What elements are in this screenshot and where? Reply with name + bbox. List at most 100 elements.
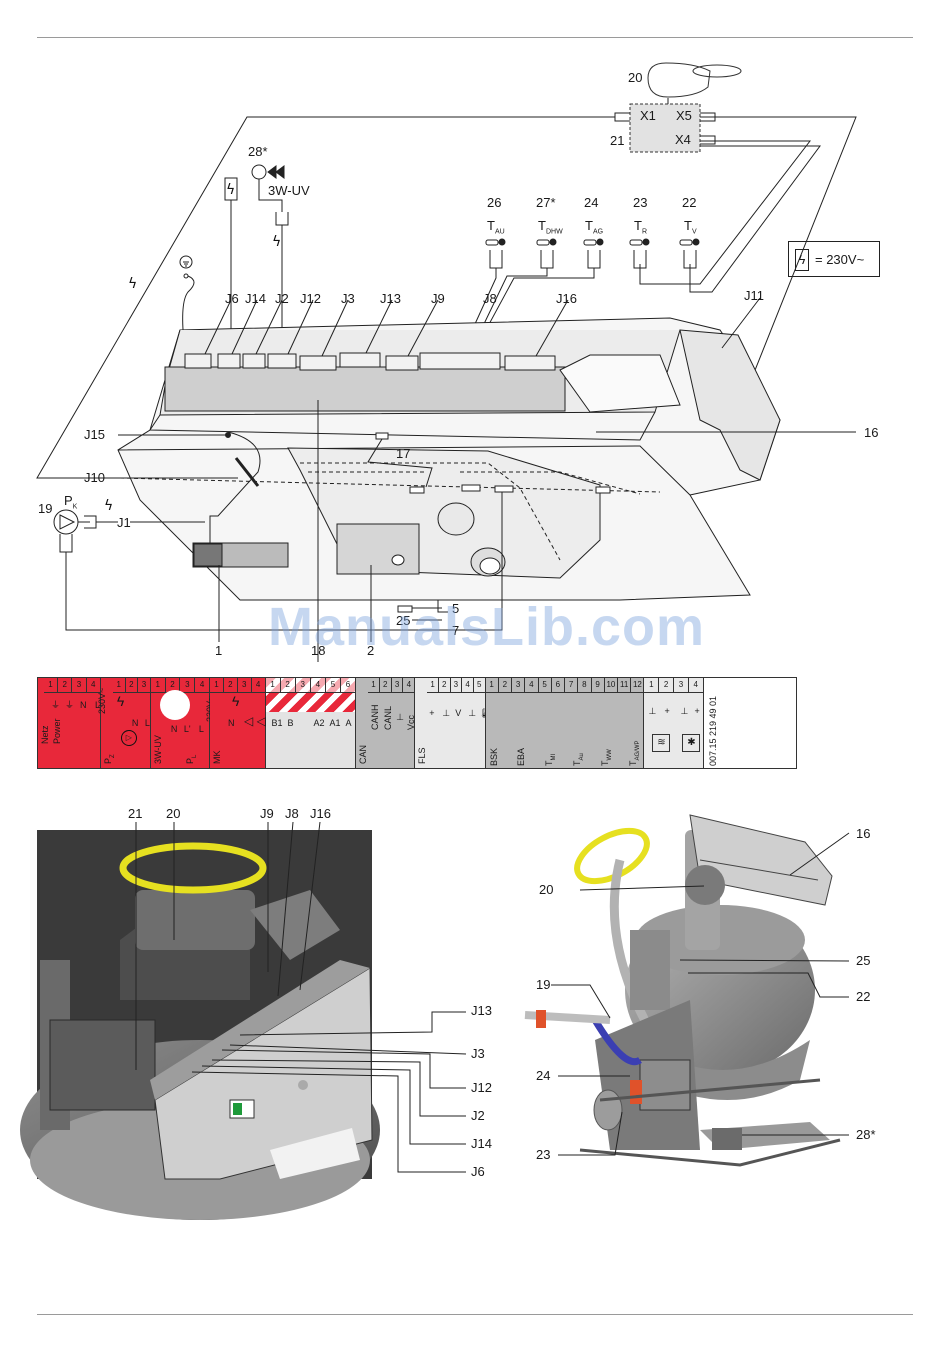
mixer-icon: ◁ ◁ [244, 714, 266, 728]
can-sig-canl: CANL [383, 705, 394, 730]
fls-name: FLS [417, 747, 428, 764]
sensor-num-24: 24 [584, 195, 599, 210]
callout-17: 17 [396, 446, 411, 461]
pz-sig-l: L [144, 718, 150, 728]
svg-text:ϟ: ϟ [128, 276, 137, 292]
frost-icon: ✱ [682, 734, 701, 752]
can-sig-gnd: ⊥ [396, 712, 404, 722]
sig-tagwp: TAG/WP [627, 740, 641, 766]
connector-j1: J1 [117, 515, 131, 530]
photo-right-label-20: 20 [539, 882, 554, 897]
connector-x5: X5 [676, 108, 692, 123]
sig-tau: TAu [571, 753, 585, 766]
sig-a: A [345, 718, 352, 728]
3wuv-sig-l2: L' [183, 724, 191, 734]
photo-right-label-23: 23 [536, 1147, 551, 1162]
sig-eba: EBA [515, 747, 526, 766]
sensor-num-27: 27* [536, 195, 556, 210]
callout-5: 5 [452, 601, 460, 616]
mk-name: MK [212, 750, 223, 765]
sensor-num-22: 22 [682, 195, 697, 210]
sig-bsk: BSK [488, 747, 499, 766]
connector-x1: X1 [640, 108, 656, 123]
power-sig-n: N [80, 700, 87, 710]
power-sig-l: L [95, 700, 101, 710]
callout-25: 25 [396, 613, 411, 628]
sensor-sym-22: TV [684, 218, 697, 236]
connector-j15: J15 [84, 427, 105, 442]
blank-disc [159, 690, 190, 720]
terminal-block-code: 007.15 219 49 01 [704, 678, 796, 768]
photo-left-label-j2: J2 [471, 1108, 485, 1123]
valve-label: 3W-UV [268, 183, 310, 198]
photo-left-label-j16: J16 [310, 806, 331, 821]
pl-name: PL [184, 754, 198, 764]
lightning-icon: ϟ [795, 249, 809, 271]
part-number: 007.15 219 49 01 [707, 695, 718, 766]
photo-left-label-j3: J3 [471, 1046, 485, 1061]
fls-sig-gnd1: ⊥ [442, 708, 451, 718]
3wuv-sig-l: L [198, 724, 204, 734]
photo-right-label-25: 25 [856, 953, 871, 968]
mk-sig-n: N [228, 718, 235, 728]
callout-28: 28* [248, 144, 268, 159]
aux-sig-3: ⊥ [680, 706, 689, 716]
callout-20: 20 [628, 70, 643, 85]
sensor-sym-26: TAU [487, 218, 505, 236]
bottom-rule [37, 1314, 913, 1315]
connector-j9: J9 [431, 291, 445, 306]
sig-b1: B1 [271, 718, 283, 728]
sensor-sym-23: TR [634, 218, 648, 236]
callout-1: 1 [215, 643, 223, 658]
can-sig-canh: CANH [370, 704, 381, 730]
photo-right-label-16: 16 [856, 826, 871, 841]
photo-left-label-21: 21 [128, 806, 143, 821]
connector-j14: J14 [245, 291, 266, 306]
heating-icon: ≋ [652, 734, 671, 752]
sig-tww: TWW [599, 749, 613, 766]
sensor-sym-24: TAG [585, 218, 604, 236]
photo-right-label-24: 24 [536, 1068, 551, 1083]
svg-text:ϟ: ϟ [226, 182, 235, 198]
connector-j6: J6 [225, 291, 239, 306]
connector-j8: J8 [483, 291, 497, 306]
voltage-legend: ϟ = 230V~ [788, 241, 880, 277]
sig-b: B [287, 718, 294, 728]
callout-16: 16 [864, 425, 879, 440]
fls-sig-gnd2: ⊥ [468, 708, 477, 718]
ab-bg [265, 712, 356, 768]
callout-18: 18 [311, 643, 326, 658]
power-name2: Power [52, 718, 62, 744]
photo-left-label-j13: J13 [471, 1003, 492, 1018]
photo-left-label-j14: J14 [471, 1136, 492, 1151]
aux-sig-1: ⊥ [648, 706, 657, 716]
connector-x4: X4 [675, 132, 691, 147]
pump-icon: ▷ [120, 730, 137, 746]
sensor-num-23: 23 [633, 195, 648, 210]
connector-j2: J2 [275, 291, 289, 306]
fls-sig-v: V [455, 708, 462, 718]
power-sig-pe1: ⏚ [51, 700, 61, 710]
watermark: ManualsLib.com [268, 597, 706, 657]
3wuv-sig-n: N [170, 724, 178, 734]
callout-2: 2 [367, 643, 375, 658]
sig-tmi: TMI [543, 753, 557, 766]
lightning-icon: ϟ [232, 693, 240, 709]
legend-text: = 230V~ [815, 252, 865, 267]
callout-7: 7 [452, 623, 460, 638]
photo-left-label-20: 20 [166, 806, 181, 821]
